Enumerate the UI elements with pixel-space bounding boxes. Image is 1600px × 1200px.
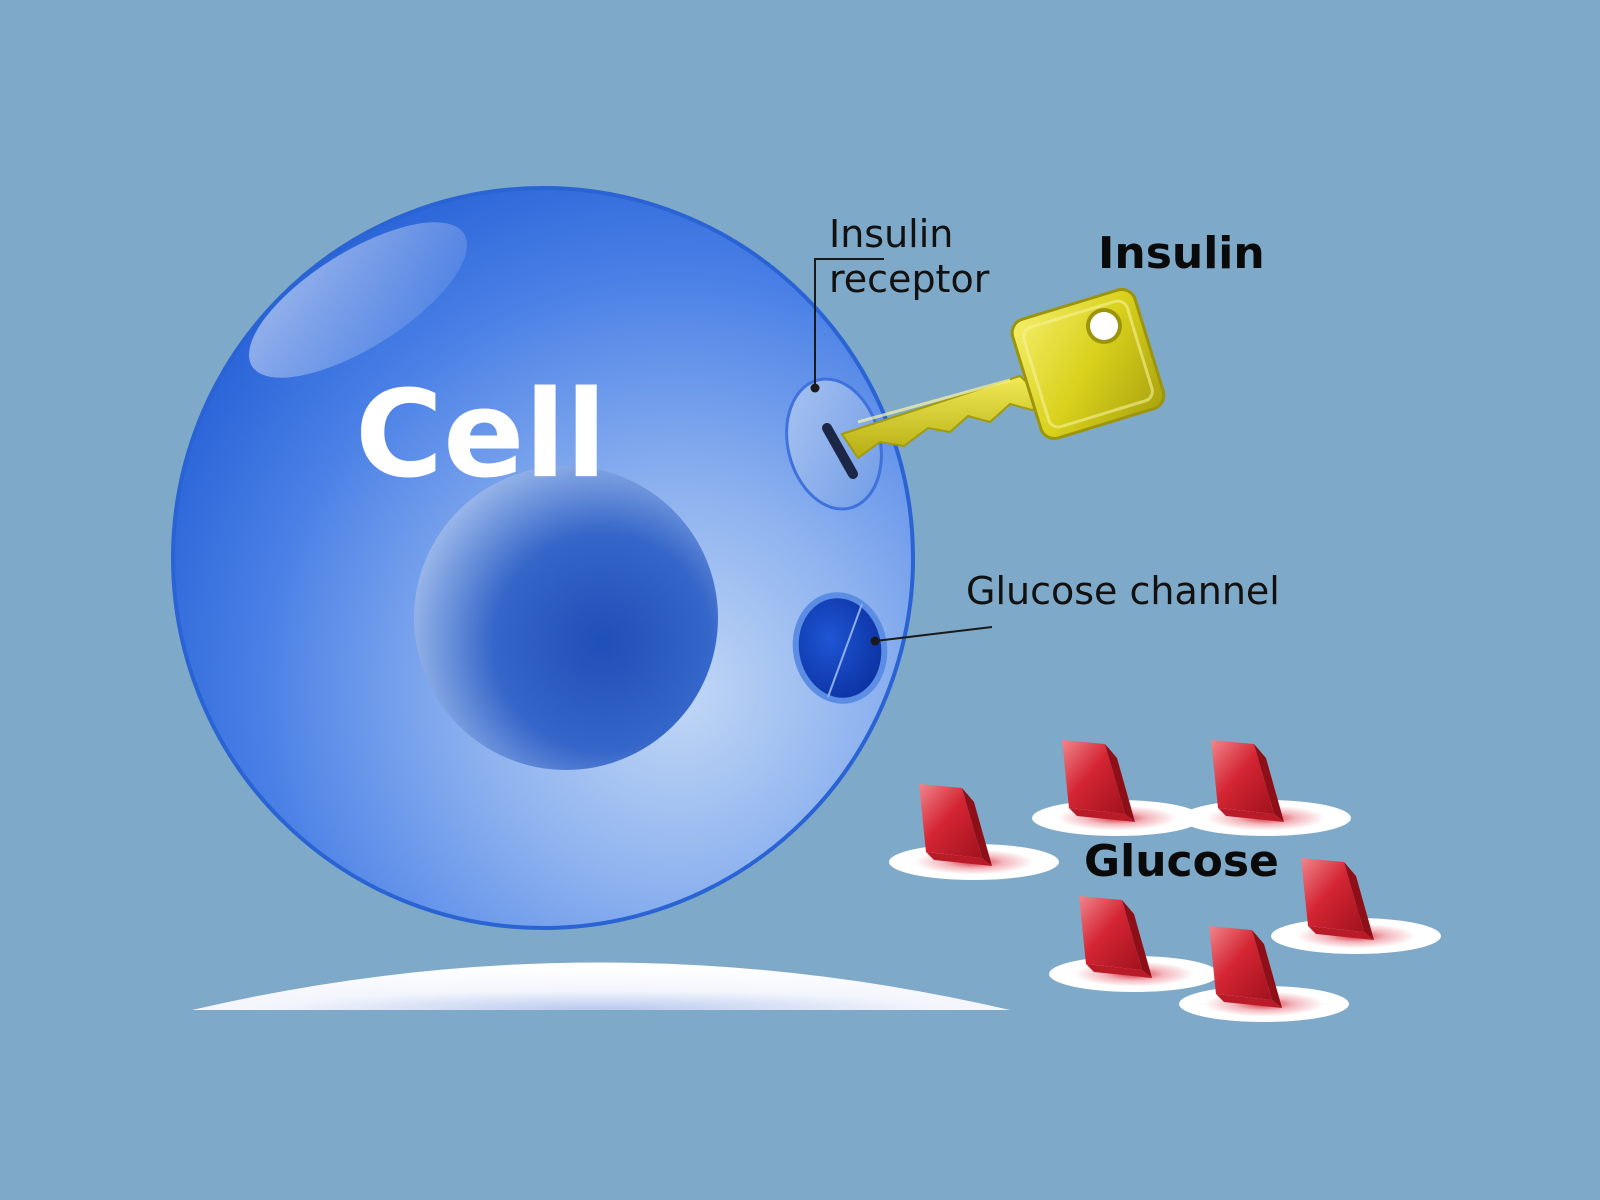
glucose-molecule-icon	[1181, 740, 1351, 836]
glucose-molecule-icon	[889, 784, 1059, 880]
key-icon	[840, 287, 1166, 460]
glucose-molecule-icon	[1049, 896, 1219, 992]
cell-label: Cell	[355, 366, 607, 505]
insulin-label: Insulin	[1098, 228, 1265, 279]
cell-highlight	[248, 222, 468, 378]
glucose-channel-leader	[874, 626, 993, 642]
insulin-receptor-leader-dot	[810, 383, 820, 393]
glucose-channel-leader-dot	[870, 636, 880, 646]
glucose-molecule-icon	[1271, 858, 1441, 954]
glucose-molecule-icon	[1032, 740, 1202, 836]
glucose-channel-label: Glucose channel	[966, 569, 1280, 613]
ground-platform	[192, 962, 1010, 1010]
insulin-receptor-leader	[814, 258, 884, 388]
insulin-receptor-label-line2: receptor	[829, 257, 990, 301]
nucleus	[414, 466, 718, 770]
cell	[171, 186, 915, 930]
insulin-receptor-label-line1: Insulin	[829, 212, 953, 256]
glucose-label: Glucose	[1084, 836, 1279, 887]
